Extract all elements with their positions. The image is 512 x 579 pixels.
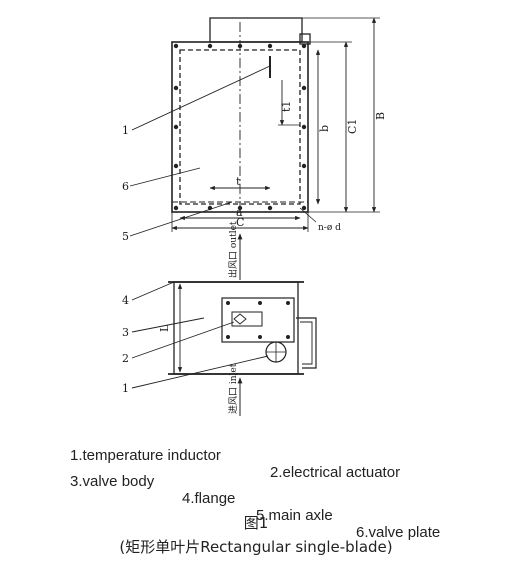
callout-6: 6 <box>122 180 129 193</box>
leader-1-side <box>131 355 269 389</box>
side-bracket <box>296 317 317 369</box>
callout-1-side: 1 <box>122 382 129 395</box>
callout-5: 5 <box>122 230 129 243</box>
leader-1-top <box>131 65 271 131</box>
flange-bolt-holes <box>173 43 307 211</box>
leader-6 <box>129 167 201 187</box>
callout-4: 4 <box>122 294 129 307</box>
hole-spec-leader <box>299 207 317 223</box>
dim-b-label: b <box>318 125 331 132</box>
side-actuator-plate <box>221 297 295 343</box>
top-view <box>129 17 380 280</box>
side-view <box>131 281 317 416</box>
top-actuator-block <box>209 17 303 43</box>
dim-a-label: a <box>236 206 243 219</box>
dim-t1-label: t1 <box>280 101 293 112</box>
legend-temperature-inductor: 1.temperature inductor <box>70 447 221 464</box>
side-view-labels: 4 3 2 1 L 进风口 inlet <box>122 294 239 414</box>
top-view-labels: 1 6 5 t a C t1 b C1 B n-ø d 出风口 outlet <box>122 101 387 278</box>
callout-3: 3 <box>122 326 129 339</box>
side-actuator-box <box>231 311 263 327</box>
side-bolt-holes <box>226 301 290 339</box>
callout-1-top: 1 <box>122 124 129 137</box>
hole-spec-label: n-ø d <box>318 223 341 233</box>
inlet-label: 进风口 inlet <box>228 363 239 414</box>
dim-c-label: C <box>236 216 244 229</box>
callout-2: 2 <box>122 352 129 365</box>
dim-l-label: L <box>158 324 171 332</box>
dim-c1-label: C1 <box>346 119 359 134</box>
leader-2 <box>131 321 235 359</box>
leader-4 <box>131 281 175 301</box>
legend-main-axle: 5.main axle <box>256 507 333 524</box>
legend-valve-body: 3.valve body <box>70 473 155 490</box>
dim-t-label: t <box>236 175 241 188</box>
legend-row-1: 1.temperature inductor 2.electrical actu… <box>0 430 512 481</box>
side-actuator-mark <box>233 313 247 325</box>
leader-5 <box>129 201 233 237</box>
legend-flange: 4.flange <box>182 490 236 507</box>
legend-valve-plate: 6.valve plate <box>356 524 441 541</box>
legend-row-2: 3.valve body 4.flange 5.main axle 6.valv… <box>0 456 512 541</box>
leader-3 <box>131 317 205 333</box>
dim-bb-label: B <box>374 112 387 120</box>
figure-subtitle: (矩形单叶片Rectangular single-blade) <box>119 538 393 556</box>
outlet-label: 出风口 outlet <box>227 221 239 278</box>
top-actuator-knob <box>299 33 311 45</box>
legend-electrical-actuator: 2.electrical actuator <box>270 464 401 481</box>
figure-number: 图1 <box>243 514 269 532</box>
side-valve-body <box>173 281 299 375</box>
